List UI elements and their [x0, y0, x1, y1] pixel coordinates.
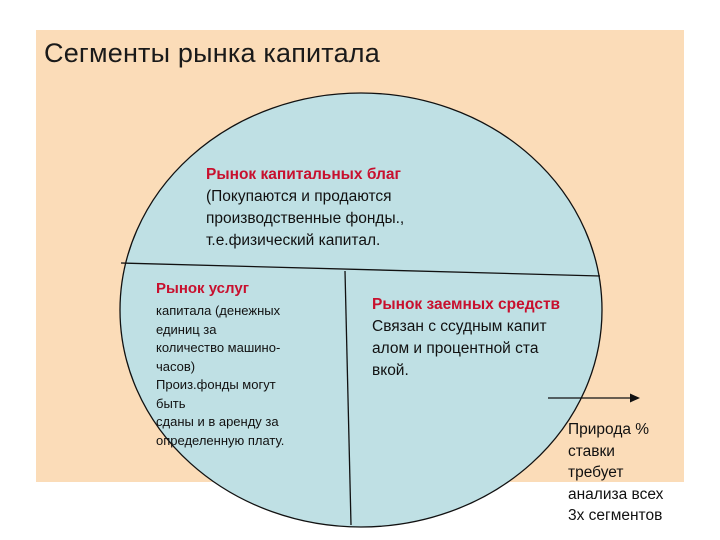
segment-text-line: количество машино-: [156, 340, 281, 355]
segment-text-line: единиц за: [156, 321, 217, 337]
segment-text-line: сданы и в аренду за: [156, 414, 279, 429]
vertical-divider: [344, 270, 352, 526]
note-line: требует: [568, 464, 624, 481]
segment-capital-goods: Рынок капитальных благ (Покупаются и про…: [206, 164, 496, 252]
horizontal-divider: [120, 262, 601, 277]
note-line: ставки: [568, 442, 615, 460]
segment-heading: Рынок заемных средств: [372, 296, 561, 313]
segment-text-line: Связан с ссудным капит: [372, 318, 547, 335]
segment-text-line: т.е.физический капитал.: [206, 232, 381, 249]
note-line: анализа всех: [568, 485, 664, 503]
segment-text-line: вкой.: [372, 362, 409, 379]
segment-text-line: определенную плату.: [156, 432, 285, 448]
segment-text-line: капитала (денежных: [156, 303, 281, 318]
segment-heading: Рынок услуг: [156, 280, 249, 297]
note-line: Природа %: [568, 421, 650, 438]
market-circle: [119, 92, 603, 528]
segment-text-line: производственные фонды.,: [206, 210, 405, 227]
segment-text-line: (Покупаются и продаются: [206, 188, 392, 205]
segment-loan-funds: Рынок заемных средств Связан с ссудным к…: [372, 294, 612, 382]
segment-text-line: быть: [156, 395, 186, 411]
segment-text-line: Произ.фонды могут: [156, 377, 276, 392]
interest-rate-note: Природа % ставки требует анализа всех 3х…: [568, 419, 700, 527]
slide-title: Сегменты рынка капитала: [44, 38, 380, 68]
arrow-head-icon: [630, 393, 640, 403]
segment-heading: Рынок капитальных благ: [206, 166, 401, 183]
note-line: 3х сегментов: [568, 507, 663, 524]
segment-text-line: часов): [156, 358, 196, 374]
segment-services: Рынок услуг капитала (денежных единиц за…: [156, 279, 331, 450]
segment-text-line: алом и процентной ста: [372, 340, 539, 357]
